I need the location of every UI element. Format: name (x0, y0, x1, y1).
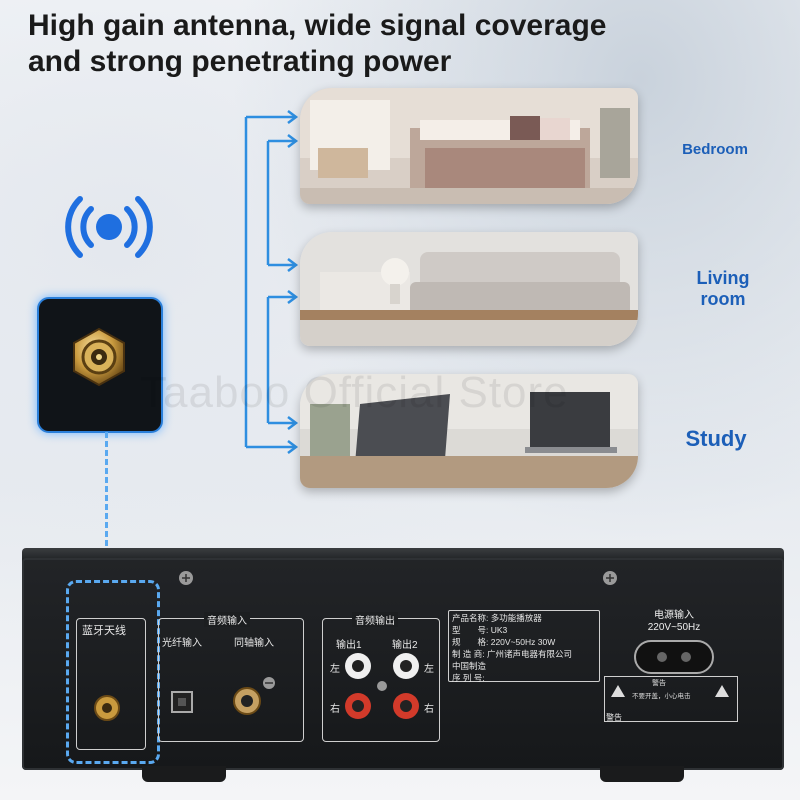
spec-line: 制 造 商: 广州诸声电器有限公司 (452, 649, 572, 659)
bt-antenna-box (76, 618, 146, 750)
room-label-text: Study (685, 426, 747, 451)
warning-text: 不要开盖，小心电击 (632, 693, 691, 700)
warning-triangle-icon (611, 685, 625, 697)
spec-line: 规 格: 220V~50Hz 30W (452, 637, 556, 647)
room-label-living-room: Living room (688, 268, 758, 310)
dashed-connector-line (105, 432, 108, 582)
power-label-text: 电源输入 (654, 610, 694, 621)
signal-distribution-arrows (244, 110, 299, 454)
screw-icon (179, 571, 193, 585)
room-label-text: Bedroom (682, 141, 748, 158)
spec-line: 型 号: UK3 (452, 625, 508, 635)
audio-input-label: 音频输入 (204, 612, 250, 627)
right-channel-label: 右 (424, 704, 434, 715)
spec-line: 序 列 号: (452, 673, 485, 683)
sma-antenna-connector-icon (73, 327, 125, 387)
room-label-study: Study (676, 426, 756, 452)
power-input-label: 电源输入 220V~50Hz (632, 610, 716, 634)
power-rating-text: 220V~50Hz (647, 622, 701, 633)
warning-label-box (604, 676, 738, 722)
room-label-text: room (700, 289, 746, 309)
optical-input-label: 光纤输入 (162, 638, 202, 649)
antenna-connector-card (37, 297, 163, 433)
headline-line-2: and strong penetrating power (28, 45, 452, 78)
spec-label-box (448, 610, 600, 682)
spec-line: 产品名称: 多功能播放器 (452, 613, 542, 623)
output-2-label: 输出2 (392, 640, 418, 651)
wifi-signal-icon (65, 196, 153, 258)
right-channel-label: 右 (330, 704, 340, 715)
warning-triangle-icon (715, 685, 729, 697)
device-foot (600, 766, 684, 782)
caution-title: 警告 (606, 713, 622, 722)
power-socket-icon[interactable] (634, 640, 714, 674)
room-label-bedroom: Bedroom (678, 141, 752, 158)
living-room-image (300, 232, 638, 346)
output-1-label: 输出1 (336, 640, 362, 651)
warning-title: 警告 (652, 680, 666, 687)
bt-antenna-label: 蓝牙天线 (82, 625, 126, 637)
spec-line: 中国制造 (452, 661, 487, 671)
device-foot (142, 766, 226, 782)
headline: High gain antenna, wide signal coverage … (28, 8, 728, 80)
bedroom-image (300, 88, 638, 204)
headline-line-1: High gain antenna, wide signal coverage (28, 9, 607, 42)
bt-antenna-port-icon[interactable] (93, 694, 121, 722)
optical-port-icon[interactable] (170, 690, 194, 714)
ground-screw-icon (263, 677, 275, 689)
study-image (300, 374, 638, 488)
audio-output-label: 音频输出 (352, 612, 398, 627)
coaxial-port-icon[interactable] (232, 686, 262, 716)
spec-label: 产品名称: 多功能播放器 型 号: UK3 规 格: 220V~50Hz 30W… (452, 612, 598, 684)
room-label-text: Living (696, 268, 750, 288)
left-channel-label: 左 (424, 664, 434, 675)
coaxial-input-label: 同轴输入 (234, 638, 274, 649)
watermark: Taaboo Official Store (140, 368, 569, 417)
left-channel-label: 左 (330, 664, 340, 675)
screw-icon (603, 571, 617, 585)
rca-jacks-icon[interactable] (342, 650, 422, 730)
